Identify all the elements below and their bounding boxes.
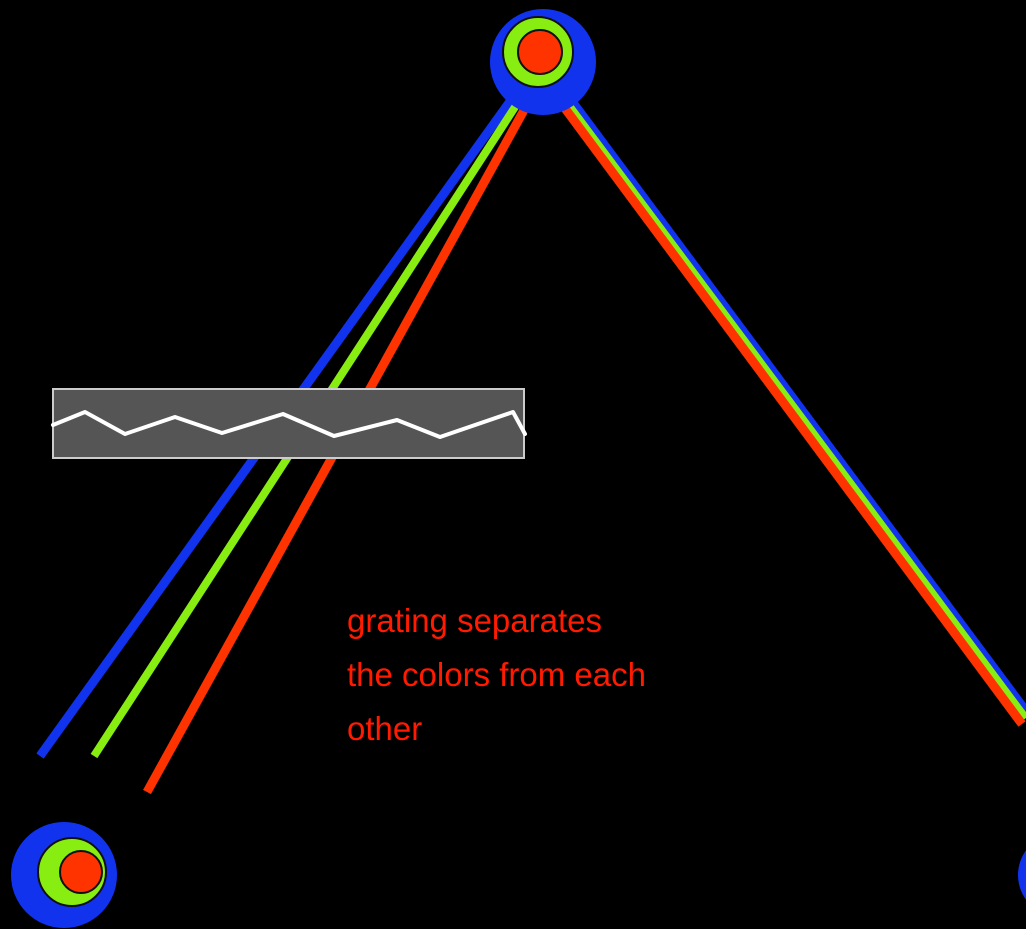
caption-line-1: grating separates (347, 602, 602, 639)
source-top-red-core (518, 30, 562, 74)
diffraction-grating (53, 389, 525, 458)
detector-left-red-core (60, 851, 102, 893)
grating-box (53, 389, 524, 458)
caption-line-3: other (347, 710, 422, 747)
source-top (490, 9, 596, 115)
detector-bottom-left (11, 822, 117, 928)
caption-line-2: the colors from each (347, 656, 646, 693)
